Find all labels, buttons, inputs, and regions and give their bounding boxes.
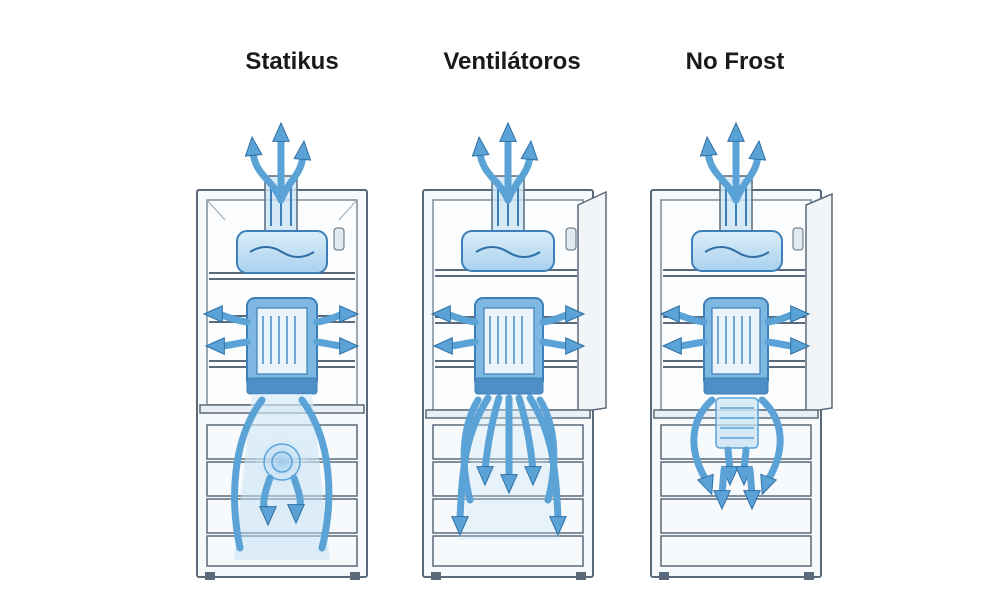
- airflow-arrow-down: [690, 396, 716, 484]
- arrow-head-left: [430, 305, 451, 323]
- arrow-head-down: [500, 474, 518, 495]
- thermostat-knob: [565, 227, 577, 251]
- arrow-head-right: [565, 305, 586, 323]
- arrow-head-down: [451, 516, 469, 537]
- airflow-arrow-down: [536, 396, 558, 504]
- thermostat-knob: [333, 227, 345, 251]
- arrow-head-down: [259, 506, 277, 527]
- arrow-head-up: [520, 139, 539, 161]
- open-door: [577, 190, 607, 413]
- airflow-arrow-down: [460, 396, 482, 504]
- arrow-head-down: [476, 466, 494, 487]
- airflow-arrow-side: [764, 338, 798, 350]
- arrow-head-down: [760, 473, 778, 496]
- arrow-head-down: [549, 516, 567, 537]
- airflow-arrow-up: [732, 152, 762, 204]
- airflow-arrow-down: [718, 466, 728, 498]
- airflow-arrow-up: [504, 152, 534, 204]
- arrow-head-down: [524, 466, 542, 487]
- arrow-head-left: [661, 337, 682, 355]
- arrow-head-down: [696, 473, 714, 496]
- airflow-arrow-down: [231, 396, 266, 552]
- airflow-arrow-side: [217, 338, 251, 350]
- fridge-ventilatoros: [422, 175, 607, 580]
- arrow-head-down: [287, 504, 305, 525]
- arrow-head-up: [699, 135, 718, 157]
- fridge-statikus: [196, 175, 368, 580]
- arrow-head-right: [565, 337, 586, 355]
- arrow-head-right: [790, 337, 811, 355]
- arrow-head-right: [339, 305, 360, 323]
- airflow-arrow-side: [674, 338, 708, 350]
- airflow-arrows: [202, 121, 811, 552]
- arrow-head-down: [713, 490, 731, 511]
- airflow-arrow-up: [277, 152, 307, 204]
- title-statikus: Statikus: [245, 48, 339, 75]
- arrow-head-up: [471, 135, 490, 157]
- arrow-head-left: [204, 337, 225, 355]
- arrow-head-up: [244, 135, 263, 157]
- arrow-head-up: [499, 121, 517, 142]
- airflow-arrow-side: [539, 338, 573, 350]
- title-no-frost: No Frost: [685, 48, 785, 75]
- arrow-head-left: [202, 305, 223, 323]
- airflow-arrow-down: [758, 396, 784, 484]
- air-duct: [715, 397, 759, 449]
- airflow-arrow-side: [445, 338, 479, 350]
- airflow-arrow-down: [746, 466, 756, 498]
- title-ventilatoros: Ventilátoros: [443, 48, 581, 75]
- arrow-head-left: [659, 305, 680, 323]
- arrow-head-left: [432, 337, 453, 355]
- arrow-head-up: [748, 139, 767, 161]
- open-door: [805, 192, 833, 413]
- thermostat-knob: [792, 227, 804, 251]
- airflow-arrow-side: [313, 338, 347, 350]
- arrow-head-down: [743, 490, 761, 511]
- arrow-head-up: [272, 121, 290, 142]
- arrow-head-up: [727, 121, 745, 142]
- fridge-no-frost: [650, 175, 833, 580]
- arrow-head-right: [790, 305, 811, 323]
- arrow-head-right: [339, 337, 360, 355]
- arrow-head-up: [293, 139, 312, 161]
- airflow-arrow-down: [298, 396, 333, 552]
